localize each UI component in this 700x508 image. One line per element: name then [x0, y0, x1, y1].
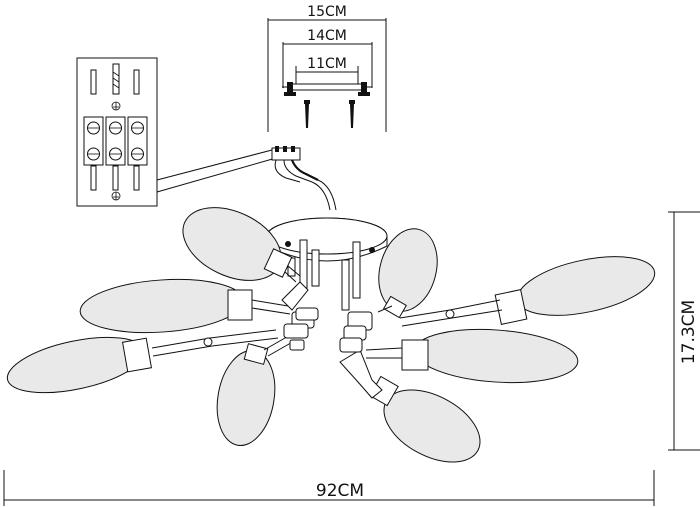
dim-label-height: 17.3CM	[679, 300, 699, 364]
lamp-shade	[182, 207, 301, 283]
mounting-bar	[289, 83, 365, 91]
lamp-shade	[79, 278, 309, 334]
terminal-block	[127, 116, 148, 166]
ground-symbol-icon	[111, 191, 121, 201]
terminal-block	[105, 116, 126, 166]
lamp-shade	[399, 256, 656, 327]
screw-icon	[358, 82, 370, 96]
lamp-body	[6, 207, 656, 463]
terminal-detail-frame	[76, 57, 158, 207]
lamp-terminal	[271, 146, 337, 211]
lamp-shade	[339, 349, 481, 463]
terminal-block-detail	[76, 57, 277, 207]
lamp-shade	[6, 329, 279, 394]
width-dimension: 92CM	[3, 470, 655, 506]
wall-anchor-icon	[349, 100, 355, 128]
dim-label-mount-outer: 15CM	[307, 4, 347, 20]
dim-label-mount-inner: 11CM	[307, 56, 347, 72]
mount-bracket-detail: 15CM 14CM 11CM	[267, 4, 387, 132]
screw-icon	[284, 82, 296, 96]
dim-label-width: 92CM	[316, 481, 364, 501]
lamp-shade	[365, 328, 579, 384]
lamp-shade	[377, 228, 438, 319]
ground-symbol-icon	[111, 101, 121, 111]
dim-label-mount-middle: 14CM	[307, 28, 347, 44]
wall-anchor-icon	[304, 100, 310, 128]
lamp-shade	[216, 333, 297, 447]
height-dimension: 17.3CM	[668, 211, 700, 451]
terminal-block	[83, 116, 104, 166]
